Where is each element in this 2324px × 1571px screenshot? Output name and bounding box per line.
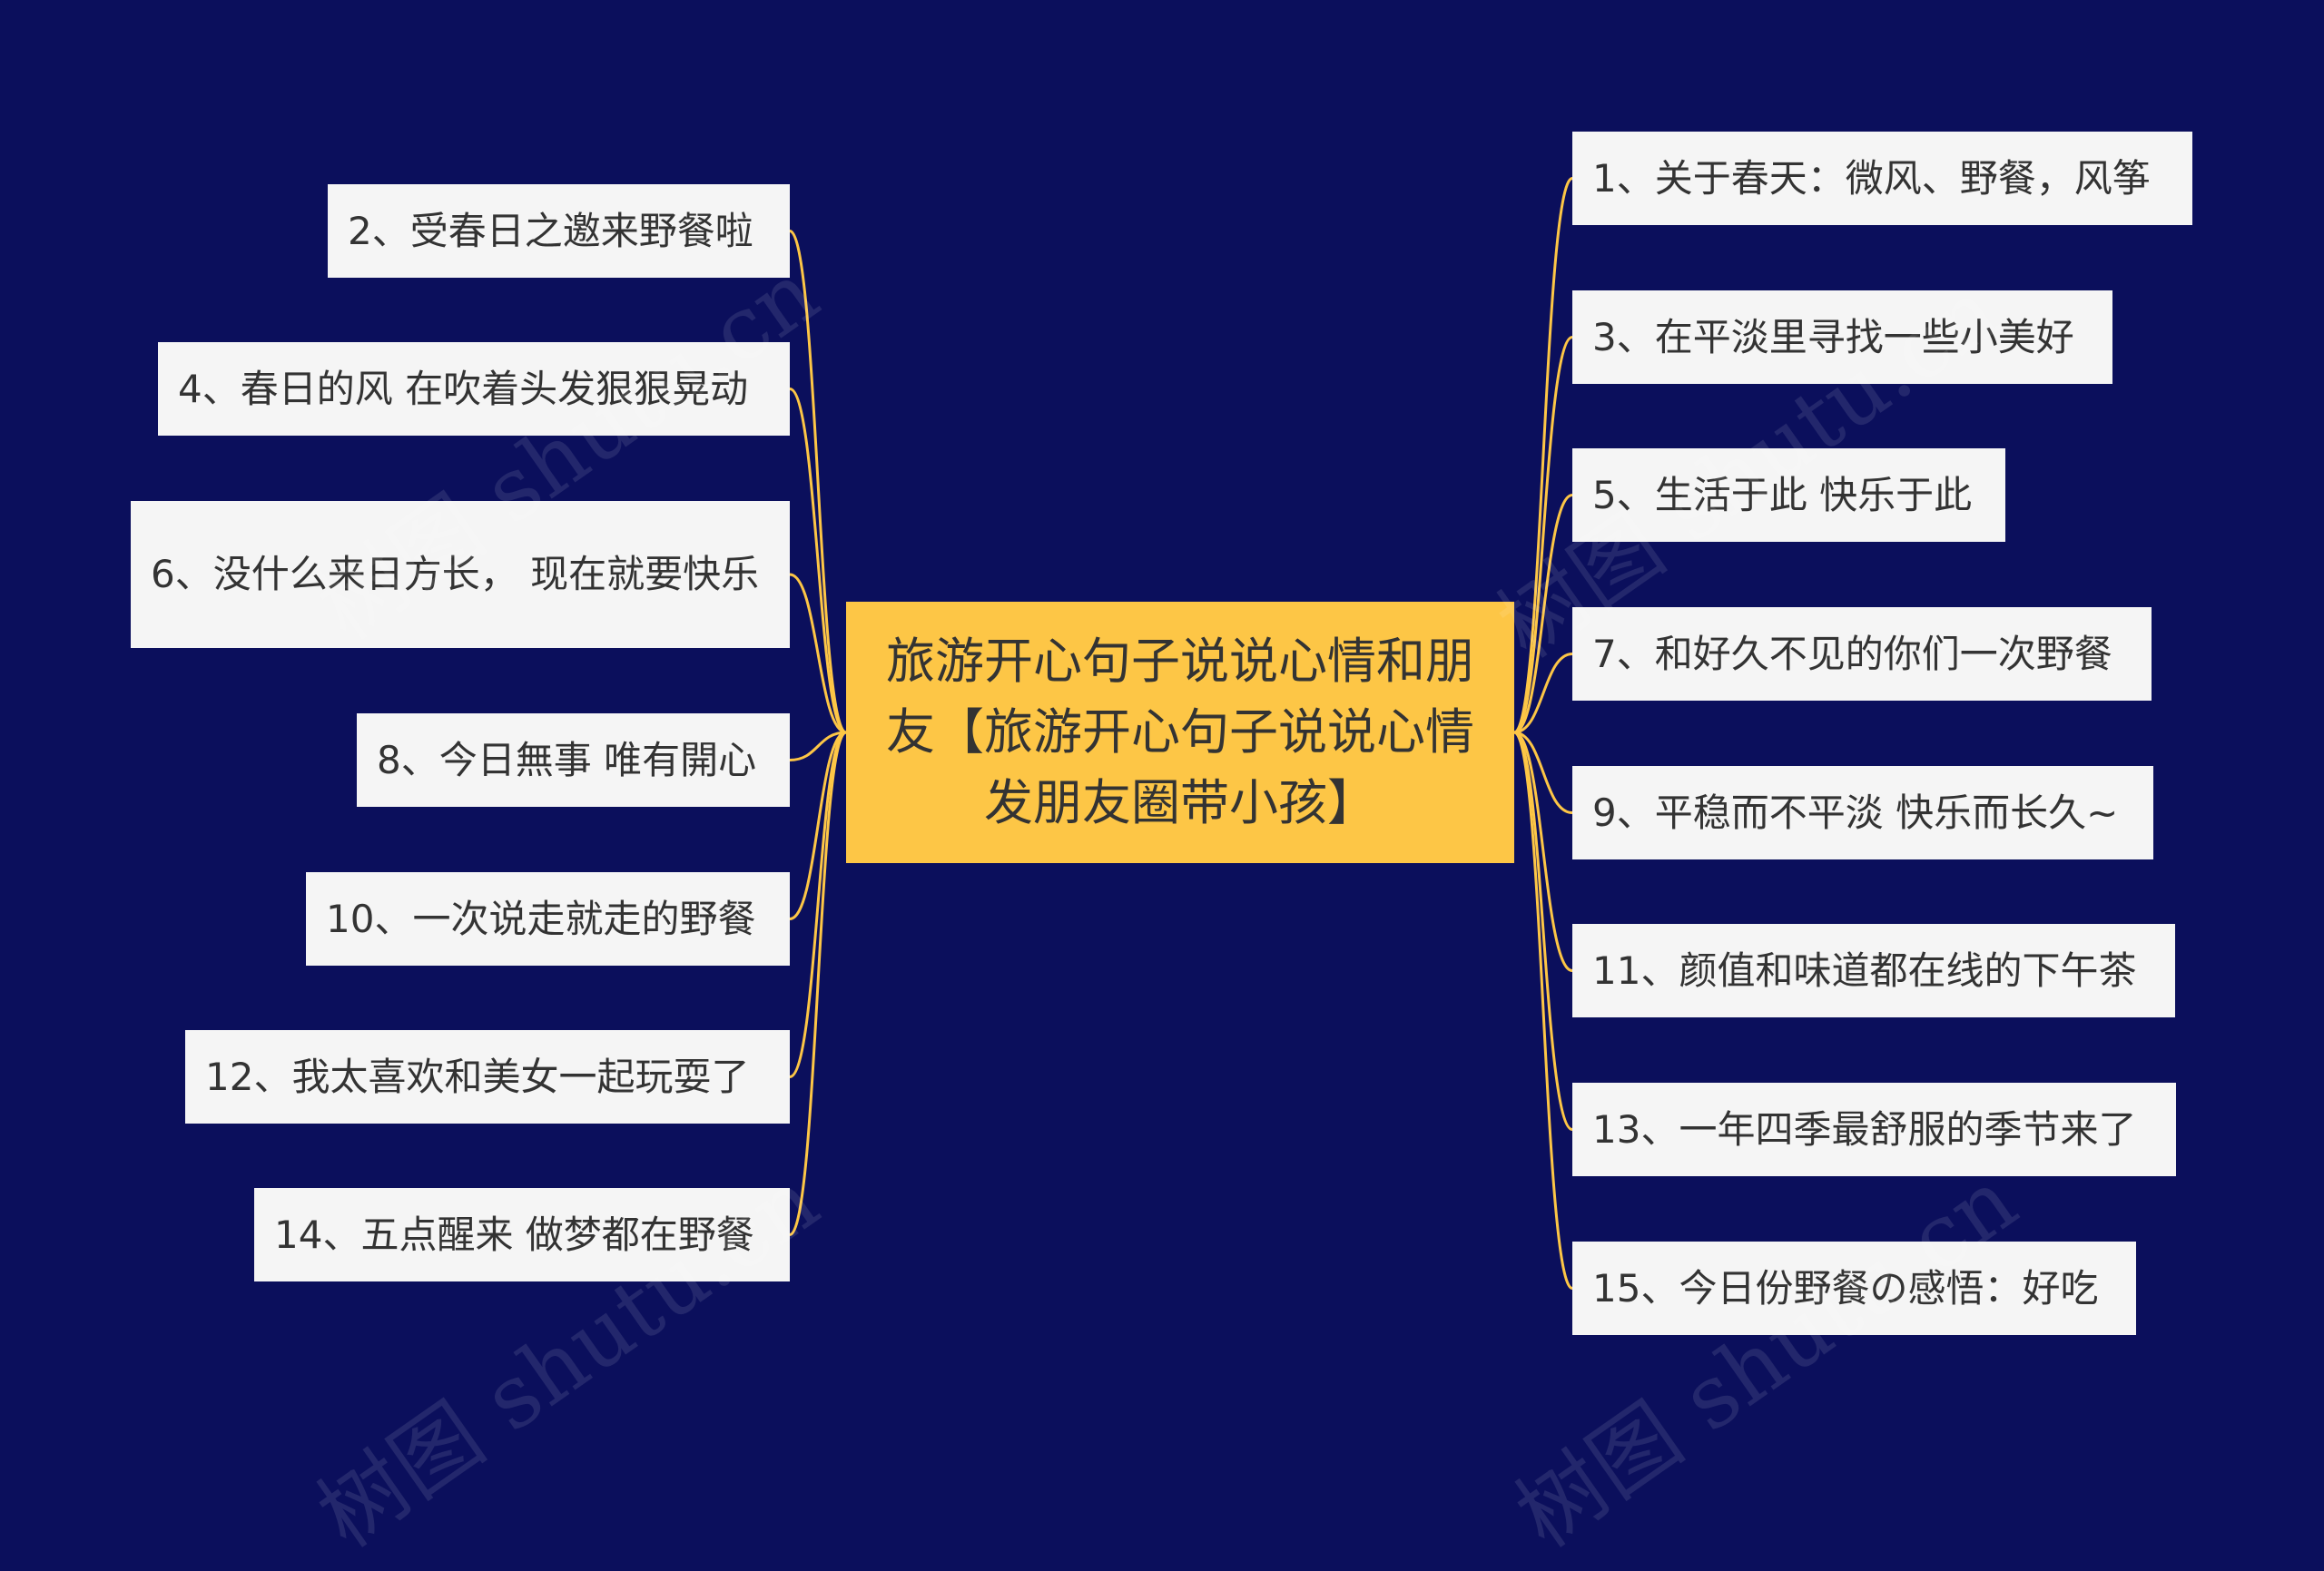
topic-node-13[interactable]: 13、一年四季最舒服的季节来了 [1572,1083,2176,1176]
connector-n4 [789,388,847,734]
topic-node-11[interactable]: 11、颜值和味道都在线的下午茶 [1572,924,2175,1017]
connector-n15 [1513,731,1573,1290]
topic-node-3[interactable]: 3、在平淡里寻找一些小美好 [1572,290,2112,384]
connector-n7 [1513,653,1573,734]
connector-n6 [789,573,847,734]
connector-n2 [789,230,847,734]
connector-n12 [789,731,847,1078]
connector-n5 [1513,494,1573,734]
topic-node-12[interactable]: 12、我太喜欢和美女一起玩耍了 [185,1030,790,1124]
topic-node-4[interactable]: 4、春日的风 在吹着头发狠狠晃动 [158,342,790,436]
topic-node-14[interactable]: 14、五点醒来 做梦都在野餐 [254,1188,790,1281]
central-topic[interactable]: 旅游开心句子说说心情和朋友【旅游开心句子说说心情发朋友圈带小孩】 [846,602,1514,863]
connector-n11 [1513,731,1573,972]
connector-n13 [1513,731,1573,1131]
connector-lines [789,177,1573,1290]
connector-n8 [789,731,847,761]
connector-n10 [789,731,847,920]
topic-node-5[interactable]: 5、生活于此 快乐于此 [1572,448,2005,542]
topic-node-8[interactable]: 8、今日無事 唯有開心 [357,713,790,807]
topic-node-2[interactable]: 2、受春日之邀来野餐啦 [328,184,790,278]
connector-n3 [1513,336,1573,734]
connector-n14 [789,731,847,1236]
topic-node-1[interactable]: 1、关于春天：微风、野餐，风筝 [1572,132,2192,225]
connector-n9 [1513,731,1573,814]
topic-node-6[interactable]: 6、没什么来日方长， 现在就要快乐 [131,501,790,648]
topic-node-9[interactable]: 9、平稳而不平淡 快乐而长久~ [1572,766,2153,859]
topic-node-7[interactable]: 7、和好久不见的你们一次野餐 [1572,607,2152,701]
topic-node-15[interactable]: 15、今日份野餐の感悟：好吃 [1572,1242,2136,1335]
topic-node-10[interactable]: 10、一次说走就走的野餐 [306,872,790,966]
connector-n1 [1513,177,1573,734]
